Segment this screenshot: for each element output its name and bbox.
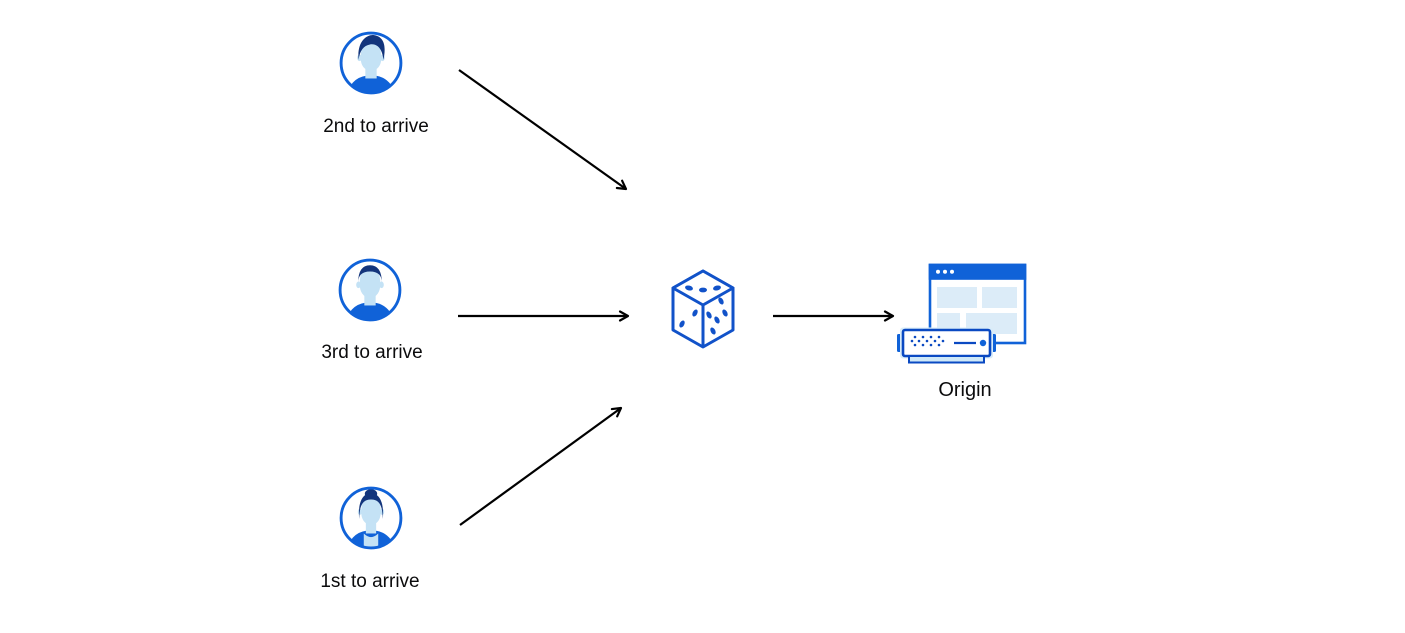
arrow-user-2nd-to-dice — [458, 69, 628, 191]
male-avatar-icon — [339, 31, 403, 95]
female-avatar-icon — [339, 486, 403, 550]
dice-icon — [671, 269, 735, 349]
node-label-user-1st: 1st to arrive — [320, 571, 420, 592]
origin-server-icon — [897, 263, 1027, 364]
arrow-user-1st-to-dice — [459, 406, 623, 526]
node-label-user-3rd: 3rd to arrive — [321, 342, 423, 363]
node-label-user-2nd: 2nd to arrive — [323, 116, 429, 137]
node-label-origin: Origin — [938, 379, 992, 401]
male-avatar-icon — [338, 258, 402, 322]
server-icon — [897, 327, 996, 364]
